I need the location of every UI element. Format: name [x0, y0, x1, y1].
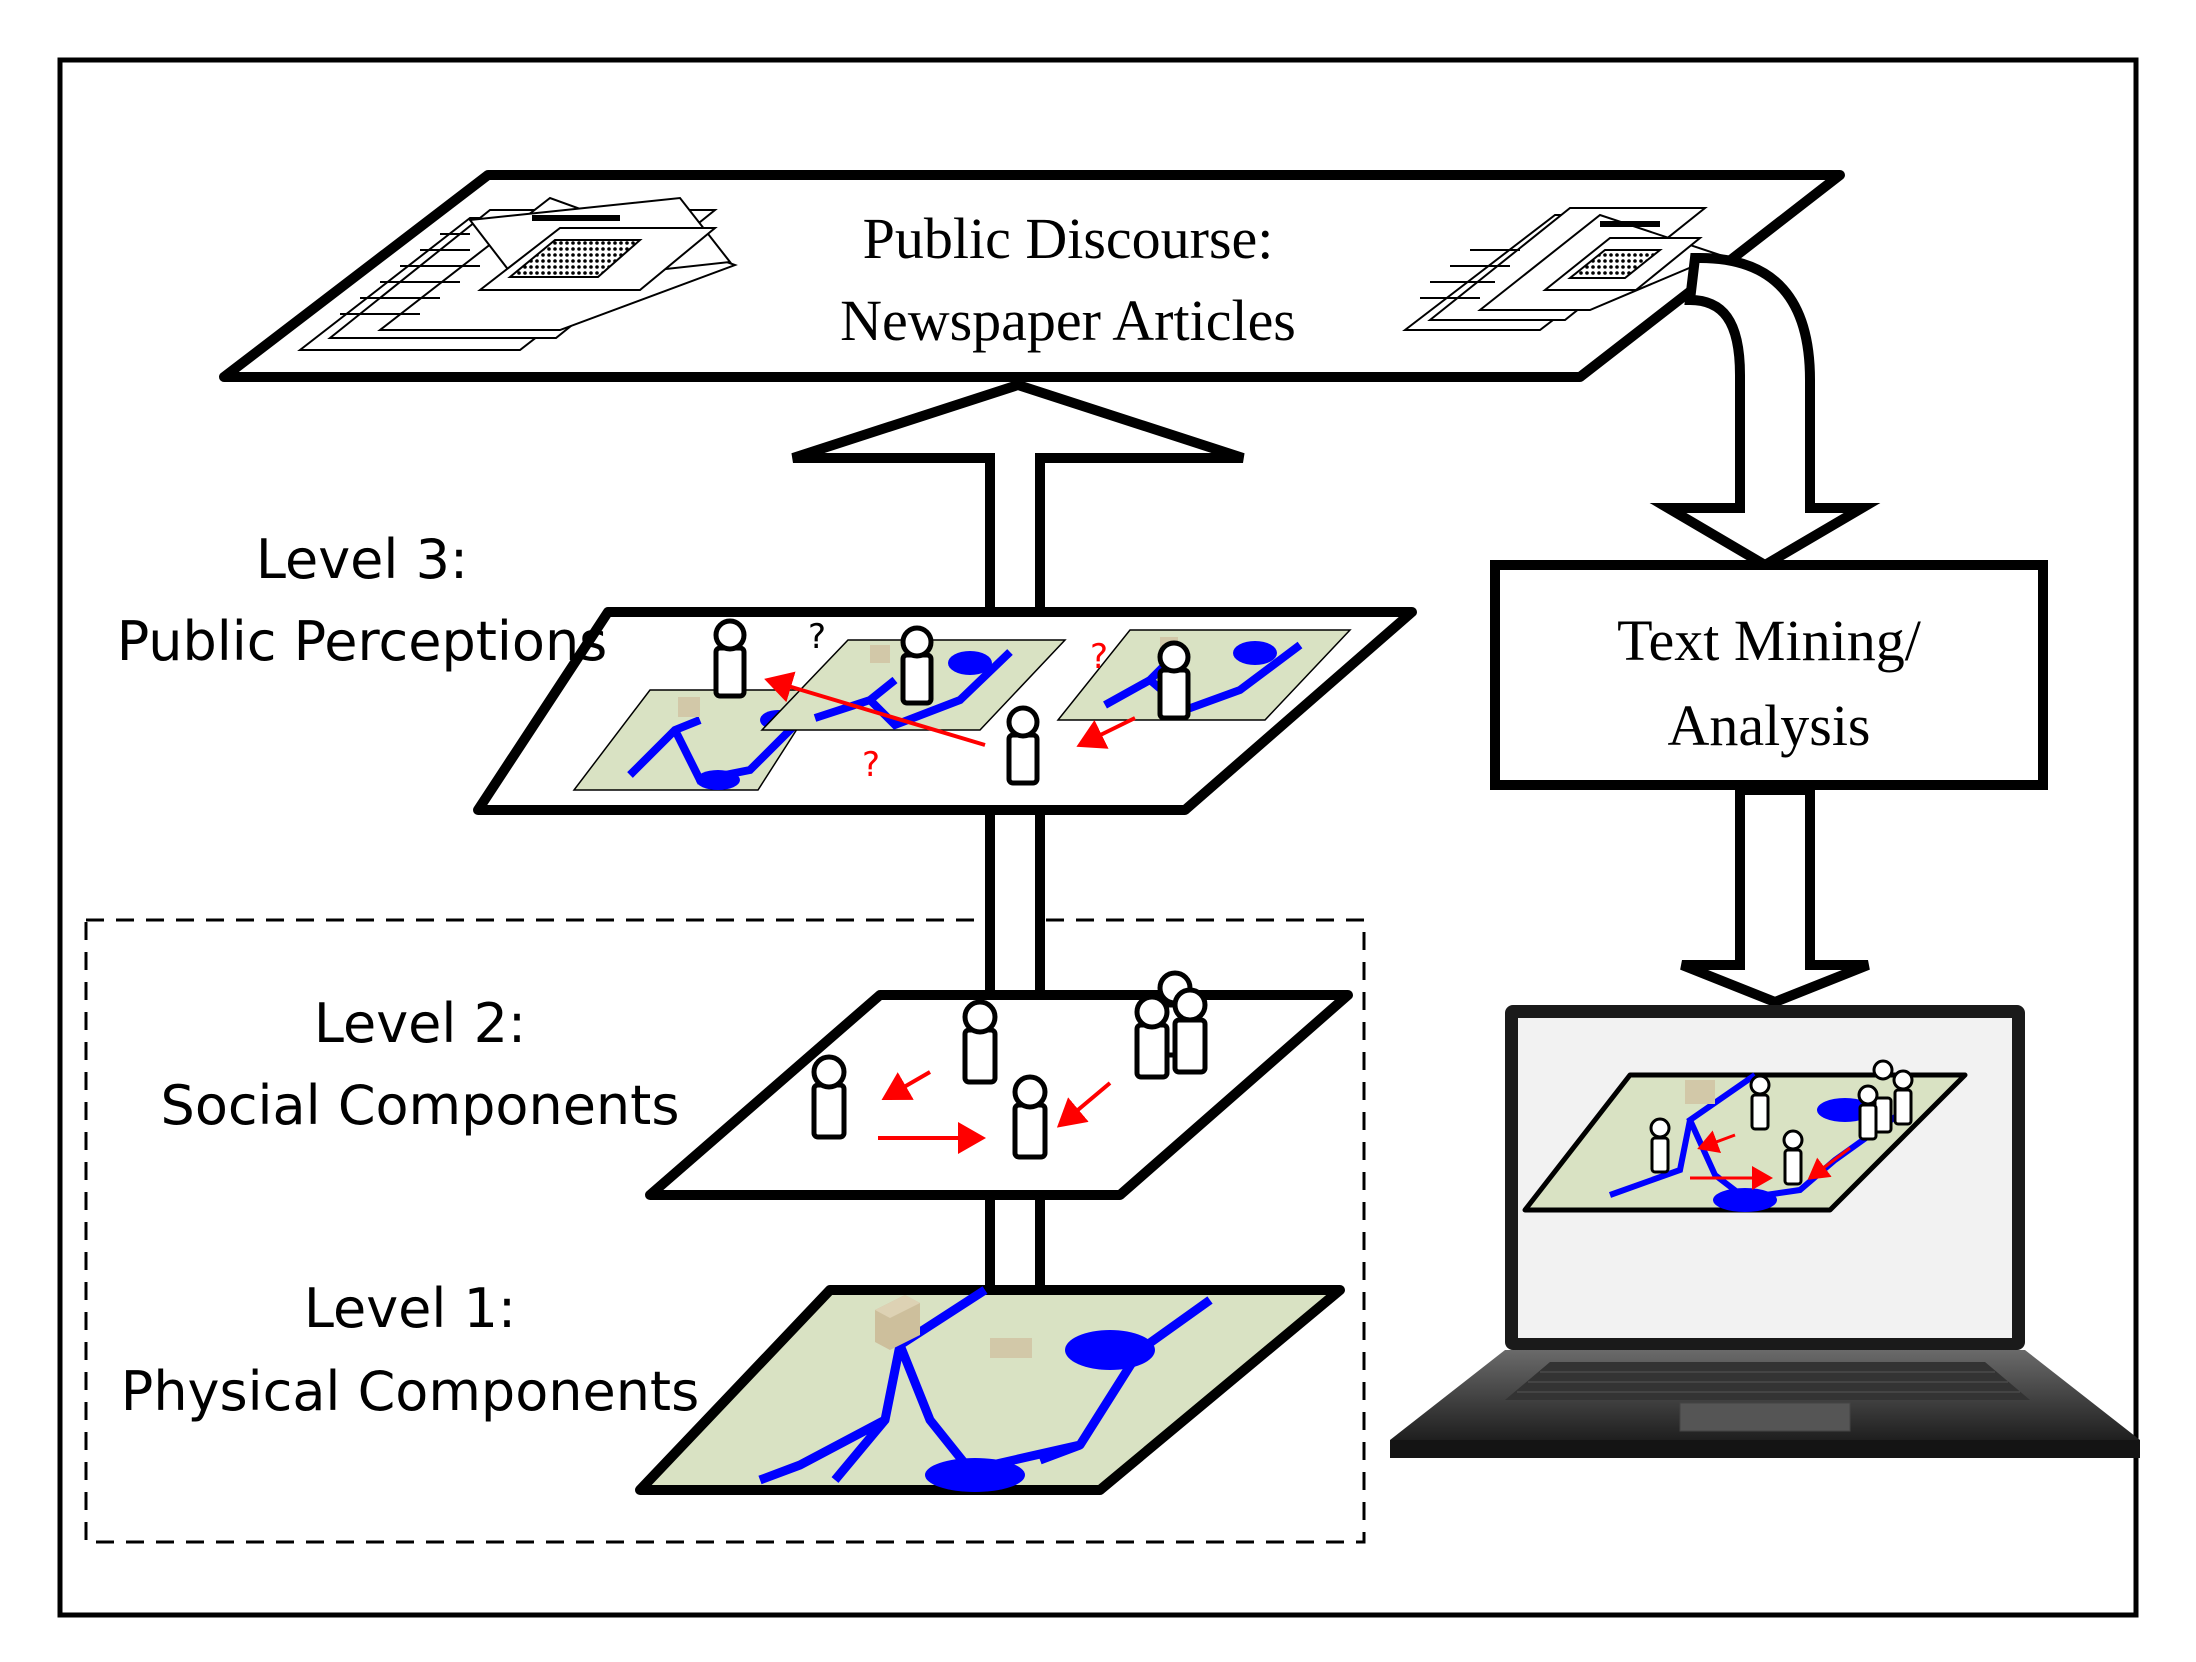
text-mining-title: Text Mining/: [1617, 608, 1922, 673]
level2-red-arrows: [878, 1070, 1112, 1154]
level1-lake-top: [1065, 1330, 1155, 1370]
level2-label: Level 2:: [314, 992, 526, 1055]
level1-network: [758, 1286, 1213, 1485]
public-discourse-title: Public Discourse:: [863, 206, 1274, 271]
text-mining-box: Text Mining/ Analysis: [1490, 560, 2048, 790]
level1-building-large: [875, 1295, 920, 1350]
level3-label: Level 3:: [256, 528, 468, 591]
dashed-region: [84, 918, 1366, 1544]
level2-title: Social Components: [161, 1074, 680, 1137]
connector-shaft-lower: [985, 812, 1045, 1000]
laptop-screen-map: [1522, 1059, 1968, 1213]
analysis-title: Analysis: [1668, 693, 1871, 758]
level1-lake-bottom: [925, 1458, 1025, 1492]
question-mark-red-2: ?: [862, 745, 880, 785]
laptop-illustration: [1390, 1005, 2140, 1458]
outer-frame: [57, 57, 2139, 1618]
level1-label: Level 1:: [304, 1277, 516, 1340]
down-arrow-to-laptop: [1680, 785, 1870, 1008]
newspaper-icon-left: [297, 196, 738, 351]
level3-people: [713, 618, 1191, 786]
level2-plane: [645, 970, 1353, 1200]
question-mark-red-1: ?: [1090, 637, 1108, 677]
level1-plane: [635, 1285, 1345, 1495]
connector-shaft-bottom: [985, 1198, 1045, 1290]
level3-plane: ? ? ?: [473, 607, 1417, 815]
level2-people: [811, 970, 1208, 1160]
newspaper-articles-title: Newspaper Articles: [840, 288, 1296, 353]
level3-title: Public Perceptions: [117, 610, 608, 673]
level1-building-small: [990, 1338, 1032, 1358]
laptop-trackpad: [1679, 1402, 1851, 1432]
public-discourse-plane: Public Discourse: Newspaper Articles: [219, 170, 1845, 382]
curved-arrow-to-analysis: [1649, 253, 1881, 571]
question-mark-black: ?: [808, 617, 826, 657]
level1-title: Physical Components: [121, 1360, 699, 1423]
level3-red-arrows: [764, 671, 1136, 749]
